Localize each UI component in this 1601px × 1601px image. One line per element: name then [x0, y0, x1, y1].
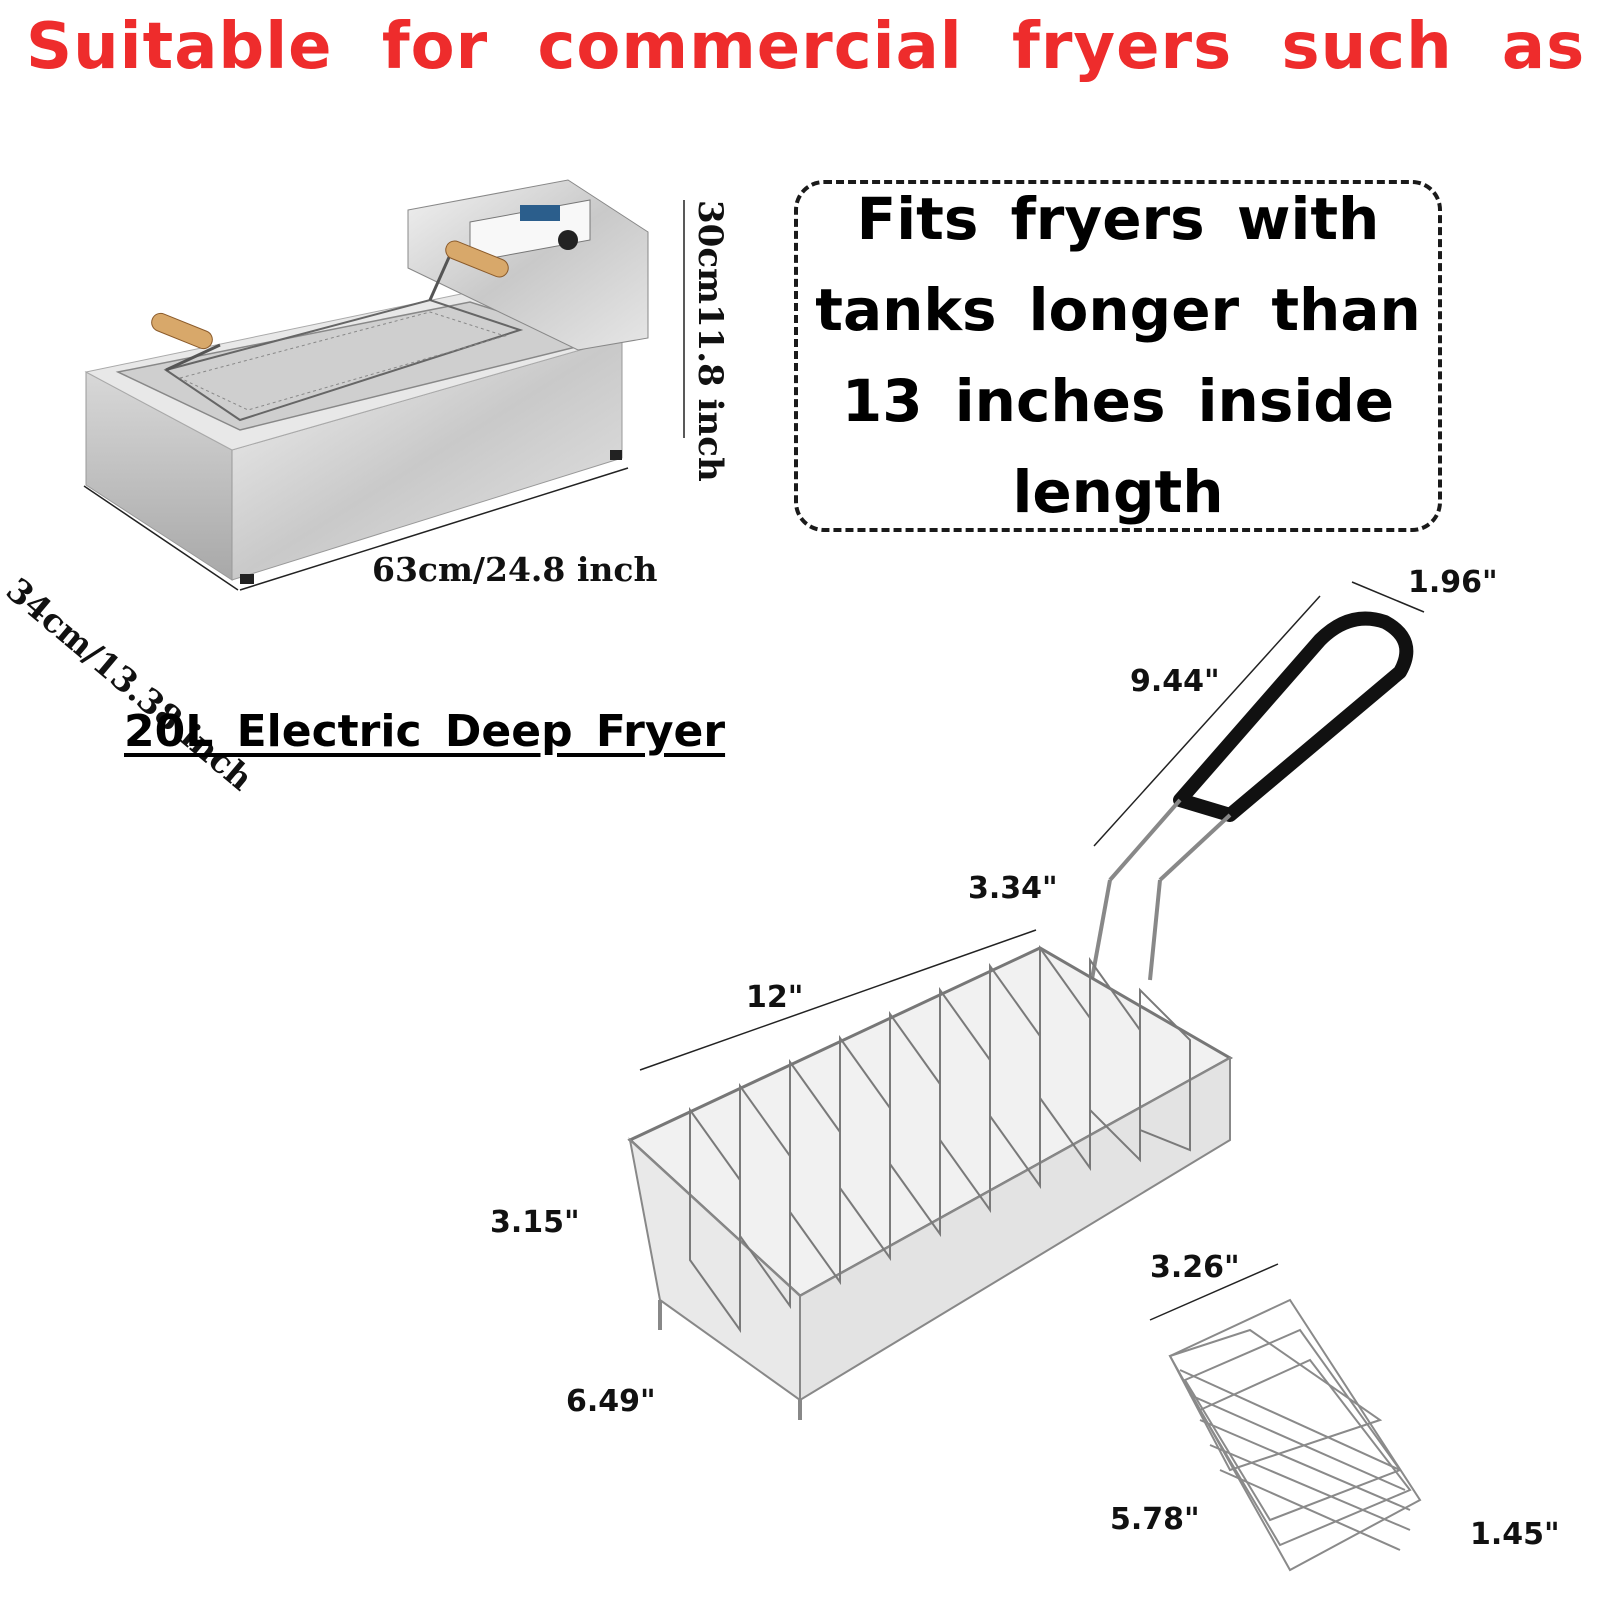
dim-basket-width: 3.34"	[968, 871, 1058, 906]
fryer-height-label: 30cm11.8 inch	[690, 200, 730, 482]
dim-insert-depth: 1.45"	[1470, 1517, 1560, 1552]
callout-line: 13 inches inside	[841, 367, 1395, 435]
callout-line: tanks longer than	[815, 276, 1421, 344]
fryer-caption: 20L Electric Deep Fryer	[124, 706, 726, 757]
dim-basket-bottom: 6.49"	[566, 1384, 656, 1419]
dim-handle-length: 9.44"	[1130, 664, 1220, 699]
dim-basket-height: 3.15"	[490, 1205, 580, 1240]
callout-box: Fits fryers with tanks longer than 13 in…	[794, 180, 1442, 532]
fryer-length-label: 63cm/24.8 inch	[372, 550, 658, 589]
headline: Suitable for commercial fryers such as	[26, 10, 1586, 84]
dim-insert-length: 5.78"	[1110, 1502, 1200, 1537]
callout-line: Fits fryers with	[856, 185, 1380, 253]
callout-line: length	[1012, 458, 1224, 526]
dim-insert-top: 3.26"	[1150, 1250, 1240, 1285]
dim-handle-width: 1.96"	[1408, 565, 1498, 600]
dim-basket-length: 12"	[746, 980, 804, 1015]
